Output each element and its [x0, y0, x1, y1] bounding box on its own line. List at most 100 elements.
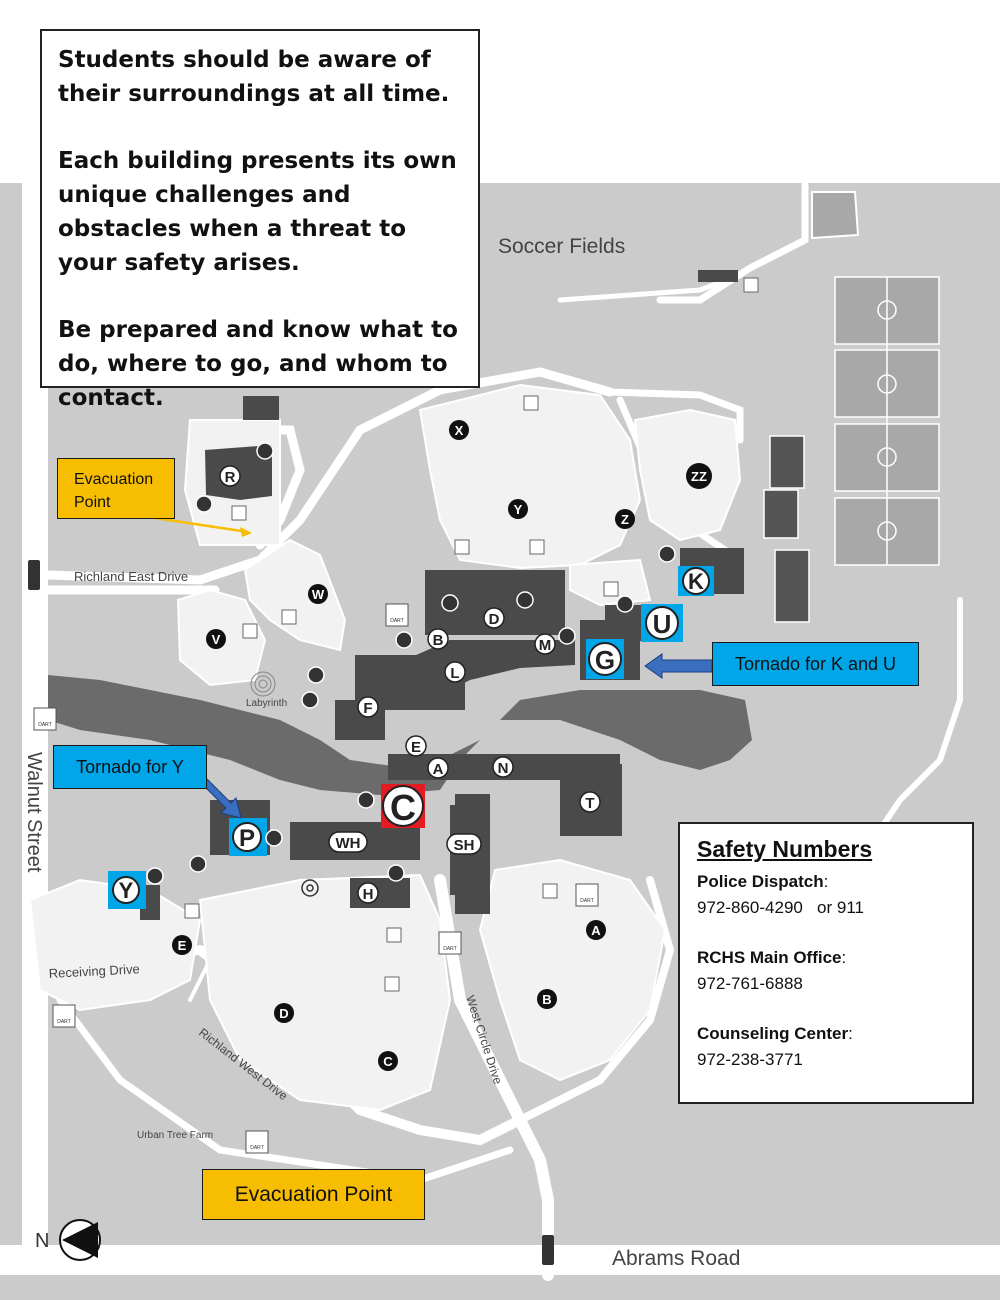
lot-c: C [378, 1051, 398, 1071]
svg-text:H: H [363, 886, 374, 903]
main-office-row: RCHS Main Office: [697, 948, 847, 967]
svg-text:Z: Z [621, 512, 629, 527]
svg-text:Y: Y [514, 502, 523, 517]
svg-text:D: D [489, 611, 500, 628]
tornado-callout-y-label: Tornado for Y [76, 756, 184, 777]
accessible-parking-icons [184, 277, 759, 992]
marker-h: H [357, 882, 379, 904]
evacuation-point-south: Evacuation Point [202, 1169, 425, 1220]
main-office-label: RCHS Main Office [697, 948, 842, 967]
safety-numbers-title: Safety Numbers [697, 836, 873, 862]
svg-text:B: B [433, 632, 444, 649]
main-office-number: 972-761-6888 [697, 974, 803, 993]
lot-x: X [449, 420, 469, 440]
svg-text:M: M [539, 637, 552, 654]
marker-l: L [444, 661, 466, 683]
marker-n: N [492, 756, 514, 778]
svg-text:C: C [390, 787, 416, 828]
tornado-callout-k-u: Tornado for K and U [712, 642, 919, 686]
marker-a: A [427, 757, 449, 779]
evacuation-point-north: Evacuation Point [57, 458, 175, 519]
svg-text:WH: WH [336, 835, 361, 852]
dart-label: DART [390, 618, 404, 624]
marker-m: M [534, 633, 556, 655]
counseling-center-number: 972-238-3771 [697, 1050, 803, 1069]
marker-wh: WH [328, 831, 368, 853]
marker-b: B [427, 628, 449, 650]
svg-text:X: X [455, 423, 464, 438]
tornado-arrow-k-u-icon [644, 653, 713, 679]
label-soccer-fields: Soccer Fields [498, 235, 625, 258]
dart-label: DART [38, 722, 52, 728]
dart-label: DART [250, 1145, 264, 1151]
north-arrow-icon [59, 1219, 101, 1261]
baseball-field [811, 191, 860, 240]
lot-z: Z [615, 509, 635, 529]
marker-u: U [645, 606, 679, 640]
label-labyrinth: Labyrinth [246, 698, 287, 709]
marker-e: E [405, 735, 427, 757]
intro-paragraph-3: Be prepared and know what to do, where t… [58, 317, 458, 411]
lot-e: E [172, 935, 192, 955]
marker-sh: SH [446, 833, 482, 855]
dart-label: DART [57, 1019, 71, 1025]
svg-text:E: E [411, 739, 421, 756]
fountain-icon [301, 879, 319, 897]
traffic-light-icons [28, 560, 554, 1265]
svg-text:G: G [595, 645, 615, 675]
evacuation-point-north-label: Evacuation Point [74, 471, 154, 511]
creek [48, 675, 752, 795]
lot-b: B [537, 989, 557, 1009]
evacuation-arrow-icon [154, 516, 249, 534]
svg-text:C: C [383, 1054, 393, 1069]
marker-c: C [382, 785, 424, 828]
lot-a: A [586, 920, 606, 940]
intro-paragraph-2: Each building presents its own unique ch… [58, 148, 457, 276]
svg-text:W: W [312, 587, 325, 602]
svg-text:U: U [653, 609, 672, 639]
labyrinth-icon [250, 671, 276, 697]
svg-text:B: B [542, 992, 551, 1007]
safety-numbers-box: Safety Numbers Police Dispatch: 972-860-… [678, 822, 974, 1104]
evacuation-point-south-label: Evacuation Point [234, 1182, 393, 1206]
lot-y: Y [508, 499, 528, 519]
marker-p: P [232, 822, 262, 852]
police-dispatch-label: Police Dispatch [697, 872, 824, 891]
marker-r: R [219, 465, 241, 487]
lot-v: V [206, 629, 226, 649]
svg-text:K: K [688, 569, 704, 594]
label-urban-tree-farm: Urban Tree Farm [137, 1130, 213, 1141]
lot-d: D [274, 1003, 294, 1023]
svg-text:D: D [279, 1006, 288, 1021]
accessible-entrance-icons [146, 442, 676, 885]
svg-text:A: A [433, 761, 444, 778]
marker-d: D [483, 607, 505, 629]
counseling-center-label: Counseling Center [697, 1024, 849, 1043]
dart-label: DART [580, 898, 594, 904]
svg-text:T: T [585, 795, 594, 812]
svg-text:SH: SH [454, 837, 475, 854]
police-dispatch-number: 972-860-4290 or 911 [697, 898, 864, 917]
counseling-center-row: Counseling Center: [697, 1024, 853, 1043]
intro-paragraph-1: Students should be aware of their surrou… [58, 47, 450, 107]
dart-stop-icons [33, 603, 599, 1154]
marker-y: Y [112, 876, 140, 904]
svg-text:L: L [450, 665, 459, 682]
tornado-callout-k-u-label: Tornado for K and U [734, 653, 897, 674]
dart-label: DART [443, 946, 457, 952]
tornado-callout-y: Tornado for Y [53, 745, 207, 789]
tornado-arrow-y-icon [197, 774, 242, 819]
marker-g: G [588, 642, 622, 676]
svg-text:E: E [178, 938, 187, 953]
label-richland-east-drive: Richland East Drive [74, 569, 188, 584]
svg-text:A: A [591, 923, 601, 938]
police-dispatch-row: Police Dispatch: [697, 872, 829, 891]
svg-text:F: F [363, 700, 372, 717]
label-walnut-street: Walnut Street [23, 752, 45, 873]
svg-text:R: R [225, 469, 236, 486]
marker-f: F [357, 696, 379, 718]
label-abrams-road: Abrams Road [612, 1247, 740, 1270]
svg-text:Y: Y [119, 878, 134, 903]
svg-text:ZZ: ZZ [691, 469, 707, 484]
